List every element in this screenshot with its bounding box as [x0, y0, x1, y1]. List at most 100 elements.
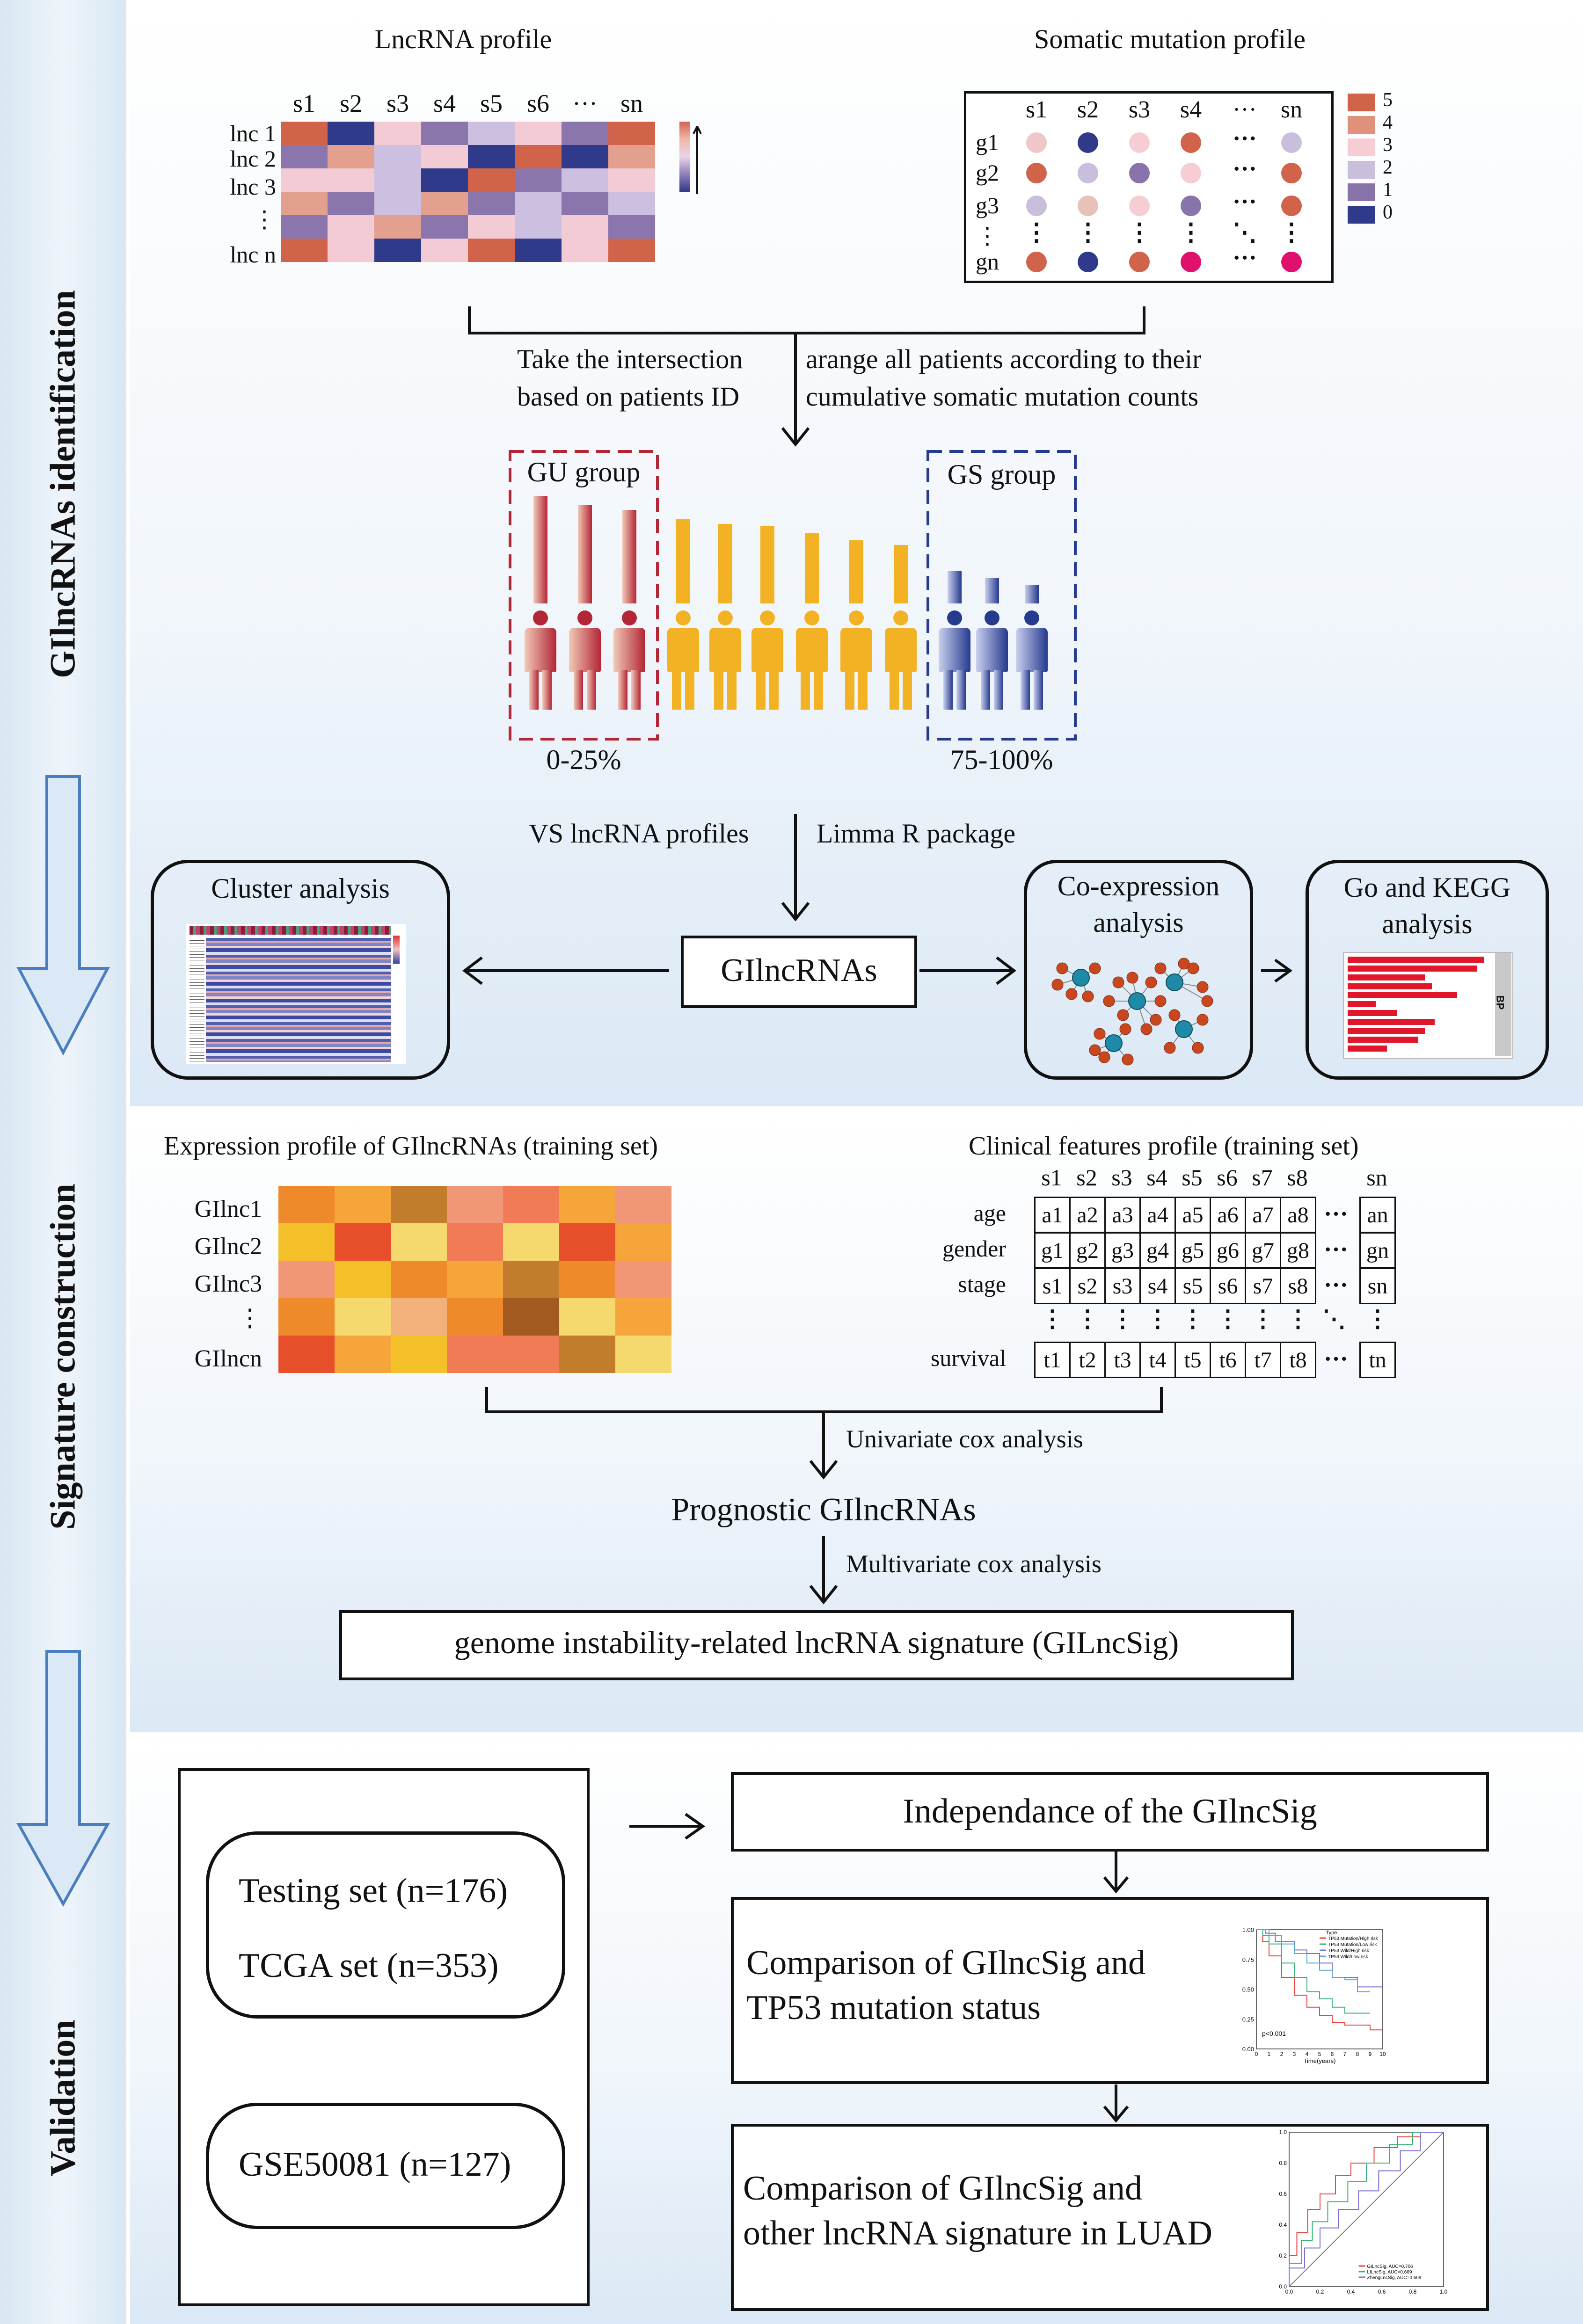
mut-ellipsis: ··· — [1232, 189, 1257, 215]
mutation-bar — [622, 510, 636, 603]
lnc-heatmap-cell — [421, 145, 468, 168]
expr-heatmap-cell — [335, 1336, 391, 1373]
lnc-row-label: ⋮ — [253, 206, 276, 232]
km-xtick: 4 — [1306, 2051, 1309, 2057]
network-node — [1140, 1023, 1153, 1035]
network-node — [1112, 976, 1124, 988]
lnc-heatmap-cell — [374, 122, 421, 145]
expr-heatmap-cell — [615, 1186, 671, 1223]
clin-cell: tn — [1359, 1342, 1396, 1378]
expr-heatmap-cell — [503, 1186, 559, 1223]
lnc-heatmap-cell — [608, 168, 655, 192]
network-node — [1196, 1014, 1209, 1026]
clin-cell: sn — [1359, 1268, 1396, 1304]
km-legend-entry: TP53 Wild/High risk — [1328, 1948, 1370, 1954]
expr-bracket — [485, 1387, 1163, 1413]
expr-row-label: GIlncn — [194, 1345, 262, 1372]
gs-percent-label: 75-100% — [950, 744, 1053, 775]
lnc-sample-label: s6 — [526, 89, 549, 117]
expr-heatmap-cell — [559, 1223, 615, 1261]
mut-legend-swatch — [1348, 94, 1375, 111]
gilncrnas-box — [681, 936, 917, 1008]
km-xtick: 10 — [1379, 2051, 1386, 2057]
lnc-heatmap-cell — [281, 239, 328, 262]
limma-label: Limma R package — [817, 818, 1016, 849]
expr-heatmap-cell — [278, 1336, 335, 1373]
lnc-heatmap-cell — [608, 215, 655, 239]
sidebar-arrow-down-2 — [16, 1650, 110, 1907]
mut-ellipsis: ··· — [1232, 245, 1257, 271]
mut-row-label: gn — [976, 248, 999, 275]
clin-row-label: gender — [942, 1235, 1006, 1262]
merge-bracket — [468, 306, 1145, 334]
go-bar — [1348, 1019, 1435, 1025]
clin-cell: s3 — [1104, 1268, 1141, 1304]
mut-ellipsis: ⋮ — [1279, 219, 1304, 246]
vs-lncrna-label: VS lncRNA profiles — [529, 818, 749, 849]
lnc-heatmap-cell — [515, 215, 562, 239]
patient-leg-icon — [858, 670, 868, 710]
lnc-heatmap-cell — [515, 192, 562, 215]
go-bar — [1348, 1046, 1387, 1052]
step-right-text: arange all patients according to their c… — [806, 344, 1202, 412]
mut-profile-title: Somatic mutation profile — [1034, 24, 1306, 54]
patient-body-icon — [667, 628, 699, 672]
mut-ellipsis: ··· — [1232, 125, 1257, 152]
lnc-heatmap-cell — [374, 239, 421, 262]
patient-leg-icon — [714, 670, 723, 710]
clin-sample-label: s1 — [1041, 1164, 1062, 1191]
patient-head-icon — [849, 610, 864, 625]
network-node — [1154, 962, 1167, 974]
km-ytick: 0.75 — [1242, 1956, 1254, 1963]
lnc-heatmap-cell — [281, 192, 328, 215]
patient-head-icon — [760, 610, 775, 625]
expr-title: Expression profile of GIlncRNAs (trainin… — [164, 1132, 658, 1161]
clin-cell: s1 — [1034, 1268, 1071, 1304]
patient-leg-icon — [685, 670, 694, 710]
mut-sample-label: s4 — [1180, 96, 1202, 123]
lnc-sample-label: sn — [620, 89, 643, 117]
go-bp-label: BP — [1494, 995, 1506, 1010]
gokegg-box — [1306, 860, 1549, 1080]
network-node — [1056, 962, 1068, 974]
expr-heatmap-cell — [503, 1336, 559, 1373]
mut-dot — [1281, 163, 1302, 183]
clin-cell: g6 — [1210, 1232, 1246, 1269]
mut-legend-value: 3 — [1383, 134, 1393, 156]
tcga-set-label: TCGA set (n=353) — [239, 1946, 499, 1985]
lnc-heatmap-cell — [468, 239, 515, 262]
clin-ellipsis: ··· — [1323, 1201, 1349, 1227]
mut-legend-swatch — [1348, 183, 1375, 201]
patient-leg-icon — [890, 670, 899, 710]
mutation-bar — [849, 540, 863, 603]
clin-cell: a8 — [1280, 1197, 1316, 1233]
to-independence-head — [685, 1813, 706, 1840]
mut-dot — [1129, 163, 1150, 183]
patient-leg-icon — [672, 670, 681, 710]
clin-vertical-ellipsis: ⋮ — [1041, 1306, 1064, 1332]
lnc-heatmap-cell — [468, 145, 515, 168]
expr-heatmap-cell — [335, 1261, 391, 1298]
mut-legend-value: 4 — [1383, 112, 1393, 133]
roc-ytick: 0.6 — [1279, 2191, 1287, 2197]
go-bar — [1348, 1010, 1397, 1016]
cluster-analysis-box — [151, 860, 450, 1080]
patient-head-icon — [533, 610, 548, 625]
independence-label: Independance of the GIlncSig — [903, 1792, 1317, 1830]
mut-sample-label: s3 — [1128, 96, 1151, 123]
patient-leg-icon — [587, 670, 596, 710]
clin-vertical-ellipsis: ⋮ — [1366, 1306, 1389, 1332]
network-node — [1103, 995, 1115, 1007]
network-node — [1154, 995, 1167, 1007]
roc-curve — [1289, 2132, 1444, 2287]
lnc-heatmap-cell — [328, 122, 374, 145]
testing-tcga-box — [206, 1831, 565, 2019]
expr-heatmap-cell — [447, 1223, 503, 1261]
lnc-row-label: lnc 1 — [230, 120, 276, 146]
clin-cell: t7 — [1245, 1342, 1281, 1378]
mut-dot — [1078, 132, 1098, 153]
clin-cell: t8 — [1280, 1342, 1316, 1378]
lnc-heatmap-cell — [468, 192, 515, 215]
gilncrnas-label: GIlncRNAs — [721, 952, 877, 988]
roc-ytick: 0.2 — [1279, 2252, 1287, 2259]
